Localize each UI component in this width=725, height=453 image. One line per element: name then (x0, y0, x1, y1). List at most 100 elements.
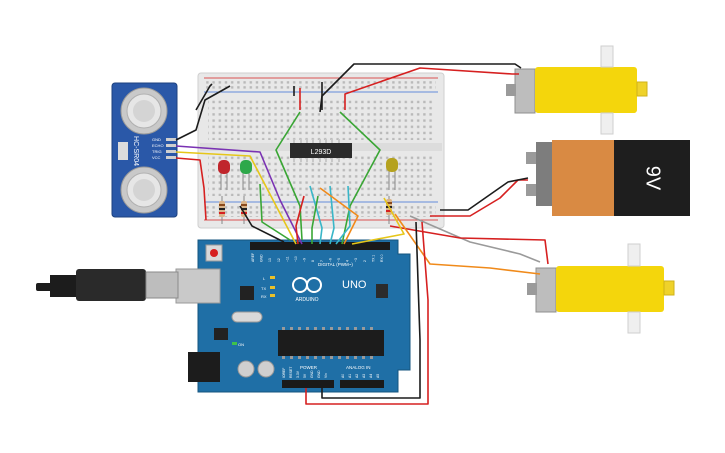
pin-label: ~9 (303, 258, 307, 262)
sensor-transducer-top (120, 87, 168, 135)
usb-cable (36, 269, 179, 301)
motor-top-axle-down (600, 112, 614, 135)
crystal (231, 311, 263, 323)
wire-purple (175, 145, 303, 245)
wire-yellow (351, 197, 405, 245)
sensor-pin-label: GND (152, 137, 161, 142)
pin-label: GND (317, 370, 321, 378)
pin-label: 13 (268, 258, 272, 262)
sensor-pin (166, 144, 176, 147)
wire-red (295, 195, 305, 245)
arduino-uno: ARDUINO UNO DIGITAL (PWM~) L TX RX ON PO… (175, 239, 411, 393)
ultrasonic-sensor: HC-SR04 GND ECHO TRIG VCC (111, 82, 178, 218)
wire-orange (319, 187, 359, 245)
led-label: RX (261, 294, 267, 299)
usb-port (175, 268, 221, 304)
motor-bottom (527, 243, 675, 334)
pin-label: RESET (289, 367, 293, 378)
motor-bottom-gearbox (556, 266, 664, 312)
led-green (240, 160, 252, 190)
wire-red (344, 67, 519, 110)
sensor-pin-label: TRIG (152, 149, 162, 154)
led-label: L (263, 276, 266, 281)
motor-top (506, 45, 648, 135)
led-label: TX (261, 286, 266, 291)
pin-label: ~11 (285, 256, 289, 262)
regulator (214, 328, 228, 340)
sensor-transducer-bottom (120, 166, 168, 214)
led-l (270, 276, 275, 279)
pin-label: ~5 (337, 258, 341, 262)
motor-bottom-shaft (527, 283, 537, 295)
battery-body-black (614, 140, 690, 216)
pin-label: GND (260, 254, 264, 262)
wire-black (195, 83, 213, 111)
power-jack (188, 352, 220, 382)
led-yellow (386, 158, 398, 190)
led-red-body (218, 160, 230, 174)
motor-top-gearbox (535, 67, 637, 113)
digital-header (250, 242, 390, 250)
usb-plug-metal (145, 271, 179, 299)
pin-label: GND (310, 370, 314, 378)
pin-label: ~3 (354, 258, 358, 262)
wire-black (440, 177, 529, 211)
pin-label: Vin (324, 373, 328, 378)
pin-label: 8 (311, 260, 315, 262)
pin-label: A2 (355, 374, 359, 378)
battery: 9V (526, 140, 690, 216)
rail-holes-bottom (206, 205, 436, 217)
led-yellow-body (386, 158, 398, 172)
usb-plug-body (76, 269, 146, 301)
arduino-logo (292, 277, 322, 293)
usb-cable-strain (50, 275, 78, 297)
sensor-model-label: HC-SR04 (132, 136, 139, 166)
wire-green (275, 111, 303, 241)
battery-label: 9V (642, 166, 664, 191)
pin-label: 12 (277, 258, 281, 262)
wire-green (259, 183, 291, 241)
resistor (219, 196, 225, 224)
wires (175, 63, 549, 405)
atmega-chip (278, 330, 384, 356)
wire-black (321, 221, 421, 399)
pin-label: ~10 (294, 256, 298, 262)
pin-label: IOREF (282, 368, 286, 378)
power-header-label: POWER (300, 365, 318, 370)
wire-red (389, 225, 549, 265)
wire-orange (394, 213, 541, 275)
wire-cyan (335, 185, 351, 245)
wire-gray (409, 215, 541, 263)
wire-red (305, 221, 429, 405)
pin-label: 4 (346, 260, 350, 262)
sensor-pin-label: VCC (152, 155, 161, 160)
led-on (232, 342, 237, 345)
wire-black (239, 205, 285, 243)
sensor-pin-label: ECHO (152, 143, 164, 148)
motor-top-axle-up (600, 45, 614, 68)
wire-green (311, 195, 319, 244)
power-header (282, 380, 334, 388)
driver-chip: L293D (290, 139, 352, 162)
pin-label: 5V (303, 373, 307, 378)
pin-label: A5 (376, 374, 380, 378)
pin-label: A4 (369, 374, 373, 378)
wire-red (175, 157, 207, 221)
analog-header (340, 380, 384, 388)
led-green-body (240, 160, 252, 174)
analog-header-label: ANALOG IN (346, 365, 371, 370)
sensor-pin (166, 138, 176, 141)
wire-cyan (329, 185, 335, 245)
led-red (218, 160, 230, 190)
motor-bottom-cap (663, 280, 675, 296)
usb-cable-end (36, 283, 52, 291)
reset-button-cap[interactable] (210, 249, 218, 257)
capacitor (237, 360, 255, 378)
motor-top-cap (636, 81, 648, 97)
led-rx (270, 294, 275, 297)
battery-body-orange (552, 140, 614, 216)
pin-label: 7 (320, 260, 324, 262)
